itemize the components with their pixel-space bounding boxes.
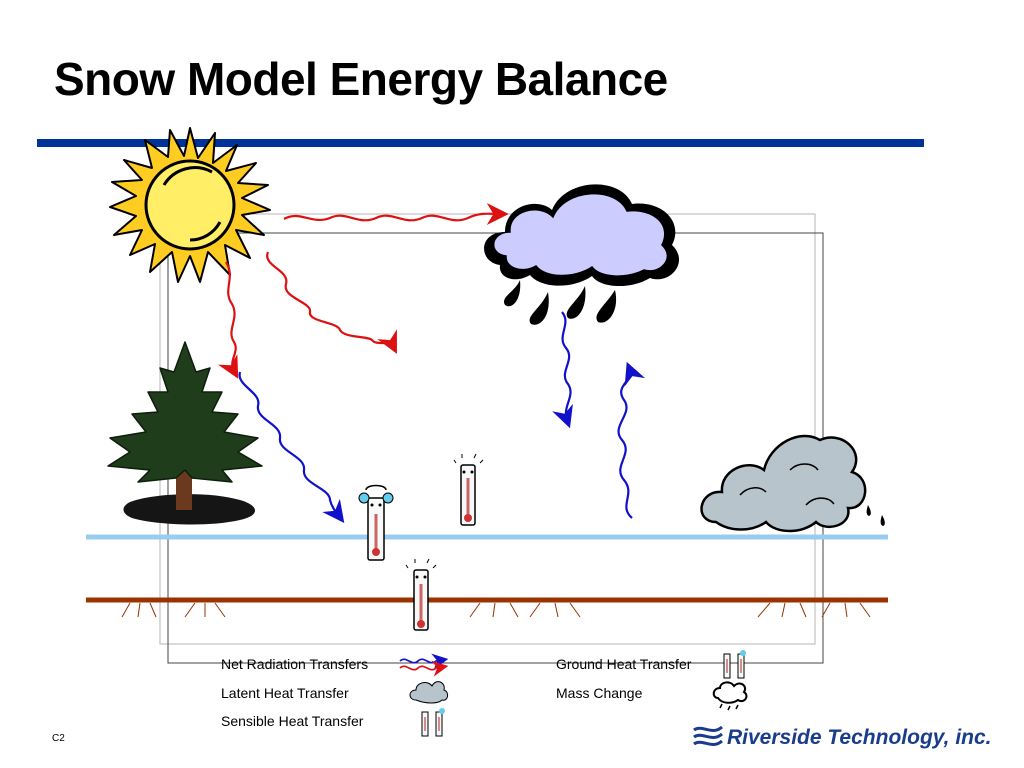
legend-latent-icon [409, 681, 449, 704]
thermometer-icon [405, 558, 437, 631]
legend-radiation-icon [399, 653, 449, 677]
legend-mass-icon [712, 681, 748, 711]
ground-surface-line [86, 597, 888, 618]
wavy-arrow-icon [218, 202, 646, 524]
sun-icon [109, 127, 271, 283]
legend-sensible-icon [421, 708, 445, 737]
legend-label-sensible-heat: Sensible Heat Transfer [221, 713, 364, 729]
pine-tree-icon [107, 341, 263, 525]
legend-label-net-radiation: Net Radiation Transfers [221, 656, 369, 672]
rain-cloud-icon [484, 184, 680, 325]
fog-cloud-icon [700, 434, 885, 533]
thermometer-icon [453, 453, 484, 526]
legend-ground-icon [723, 650, 746, 679]
legend-label-latent-heat: Latent Heat Transfer [221, 685, 349, 701]
diagram-frame [159, 213, 824, 664]
thermometer-icon [358, 484, 394, 561]
legend-label-mass-change: Mass Change [556, 685, 643, 701]
company-name: Riverside Technology, inc. [727, 726, 992, 749]
slide-title: Snow Model Energy Balance [54, 53, 668, 105]
company-logo-mark [693, 725, 724, 746]
legend-label-ground-heat: Ground Heat Transfer [556, 656, 692, 672]
title-rule [37, 139, 924, 147]
company-logo: Riverside Technology, inc. [692, 722, 992, 754]
slide-code: C2 [52, 733, 65, 744]
